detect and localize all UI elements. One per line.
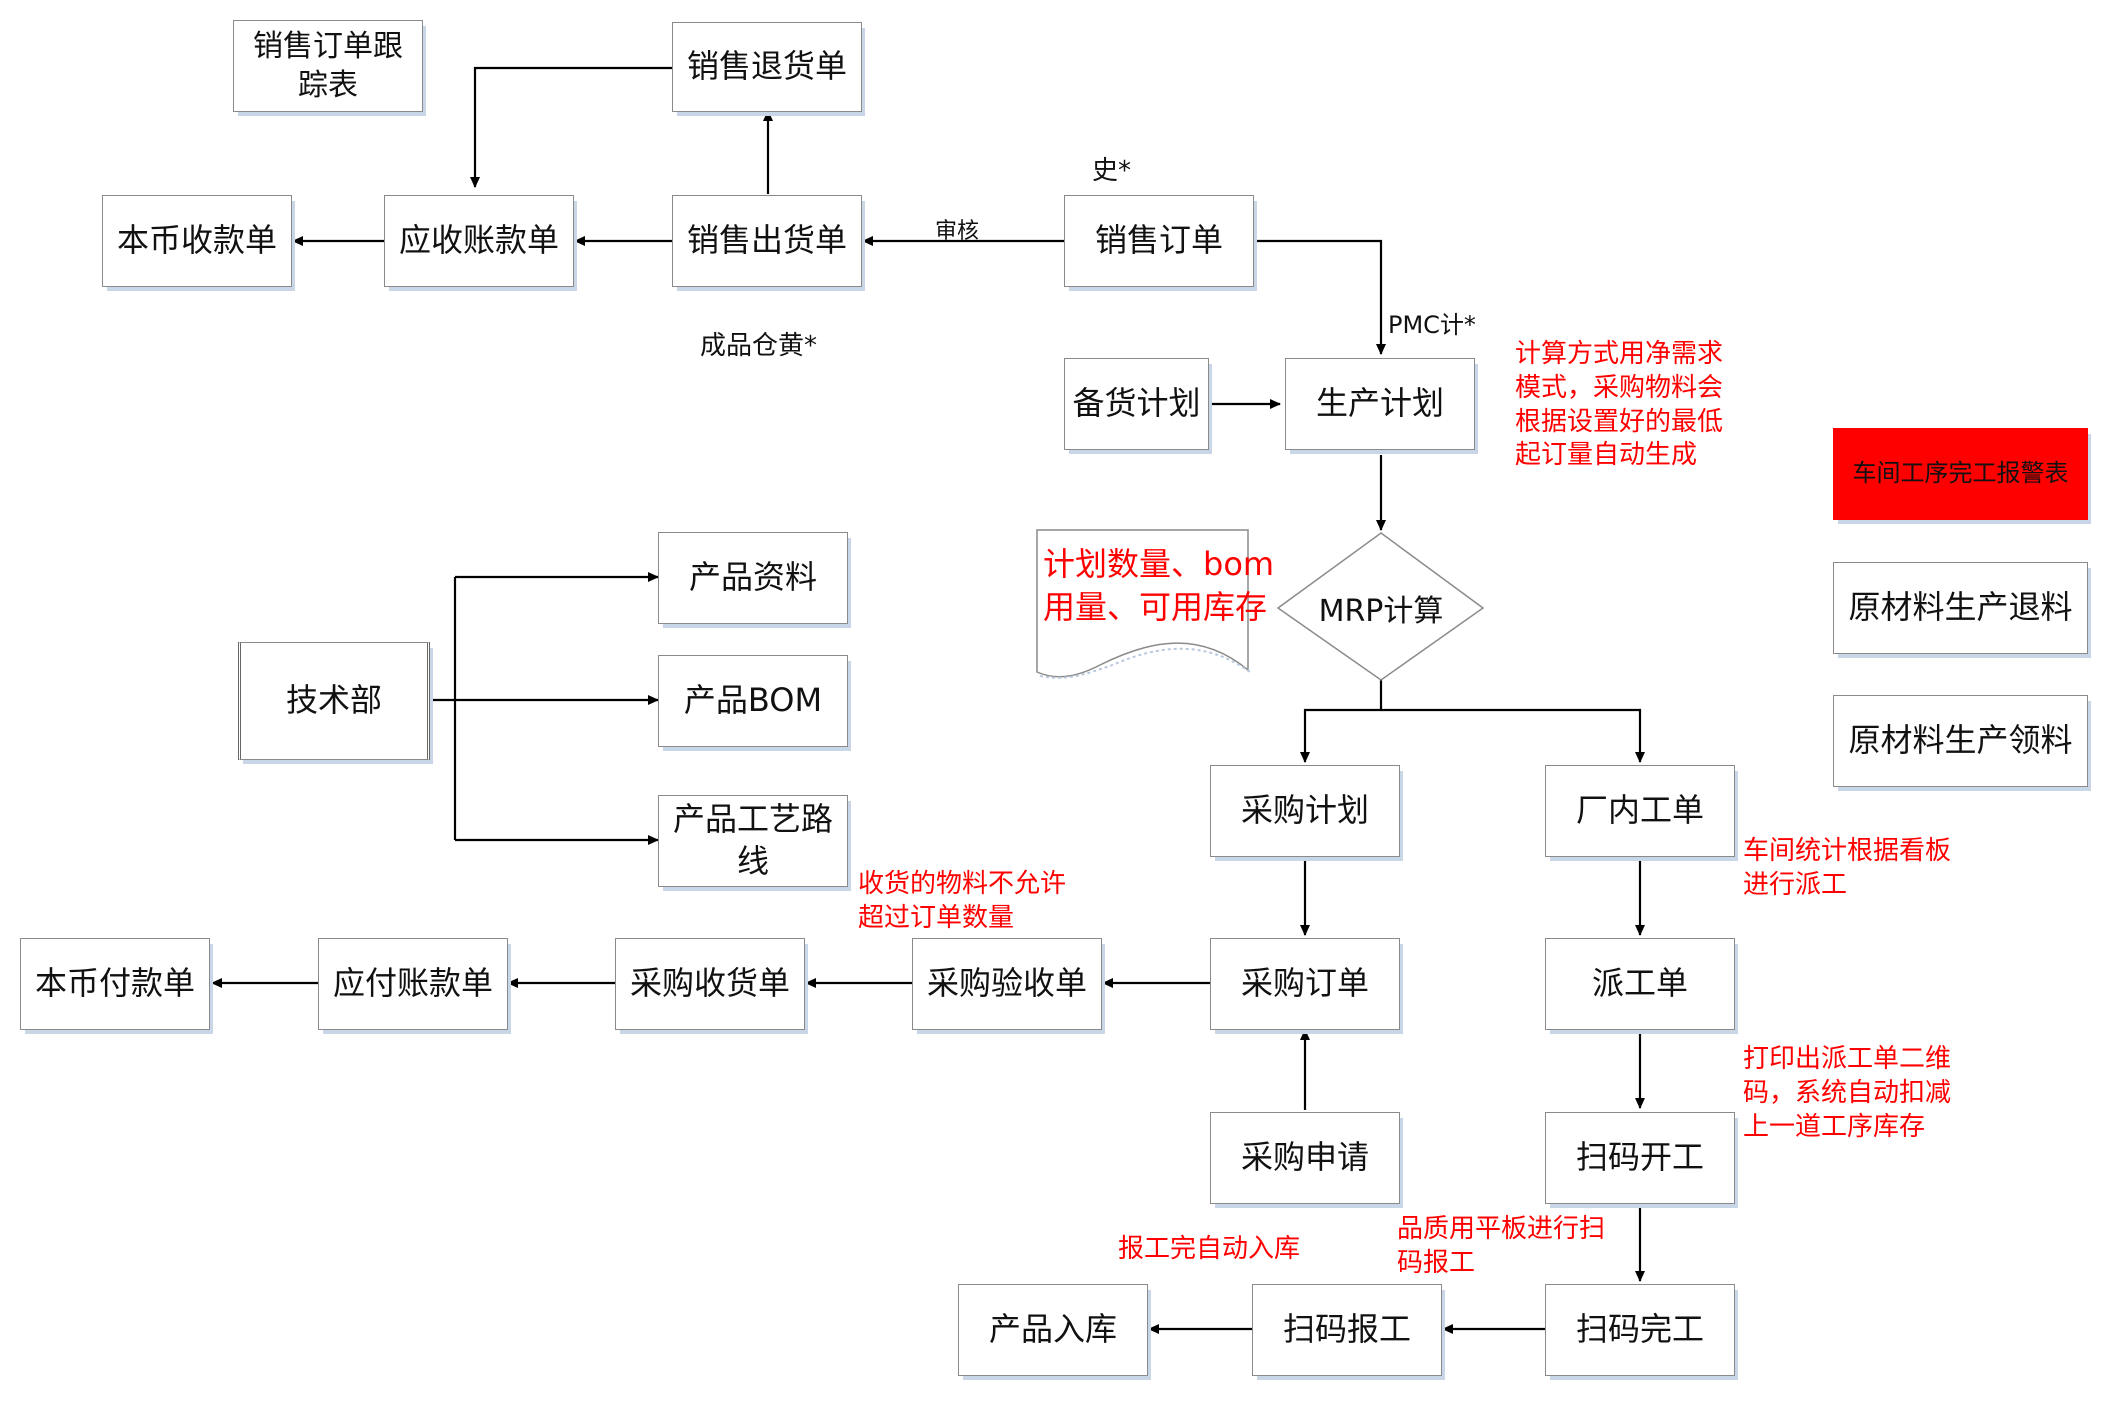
- doc-note-line1: 计划数量、bom: [1043, 545, 1275, 583]
- node-sales-return: 销售退货单: [672, 22, 862, 112]
- note-receive-l1: 收货的物料不允许: [858, 869, 1067, 899]
- note-kanban-l2: 进行派工: [1743, 869, 1848, 900]
- doc-note: 计划数量、bom 用量、可用库存: [1043, 543, 1274, 629]
- node-production-plan: 生产计划: [1285, 358, 1475, 450]
- node-purchase-plan: 采购计划: [1210, 765, 1400, 857]
- mrp-diamond: [1276, 532, 1485, 681]
- node-receivable: 应收账款单: [384, 195, 574, 287]
- note-kanban: 车间统计根据看板 进行派工: [1743, 835, 1951, 903]
- label-pmc: PMC计*: [1388, 311, 1476, 339]
- note-print-l2: 码，系统自动扣减: [1743, 1077, 1952, 1108]
- note-calc: 计算方式用净需求 模式，采购物料会 根据设置好的最低 起订量自动生成: [1515, 338, 1723, 473]
- note-calc-l3: 根据设置好的最低: [1515, 406, 1724, 437]
- node-purchase-request: 采购申请: [1210, 1112, 1400, 1204]
- note-print-l3: 上一道工序库存: [1743, 1111, 1926, 1142]
- node-local-payment: 本币付款单: [20, 938, 210, 1030]
- arrow-mrp-to-work-order: [1381, 708, 1645, 763]
- doc-shape: [1036, 529, 1249, 678]
- node-dispatch: 派工单: [1545, 938, 1735, 1030]
- node-alarm-table: 车间工序完工报警表: [1833, 428, 2088, 520]
- label-audit: 审核: [935, 219, 980, 244]
- arrow-return-to-receivable: [470, 66, 672, 188]
- node-stock-plan: 备货计划: [1064, 358, 1209, 450]
- node-sales-delivery: 销售出货单: [672, 195, 862, 287]
- note-kanban-l1: 车间统计根据看板: [1743, 836, 1952, 866]
- node-sales-order: 销售订单: [1064, 195, 1254, 287]
- node-product-stockin: 产品入库: [958, 1284, 1148, 1376]
- note-receive: 收货的物料不允许 超过订单数量: [858, 868, 1066, 936]
- note-calc-l1: 计算方式用净需求: [1515, 339, 1724, 369]
- node-scan-report: 扫码报工: [1252, 1284, 1442, 1376]
- node-scan-finish: 扫码完工: [1545, 1284, 1735, 1376]
- node-purchase-order: 采购订单: [1210, 938, 1400, 1030]
- node-purchase-inspect: 采购验收单: [912, 938, 1102, 1030]
- node-scan-start: 扫码开工: [1545, 1112, 1735, 1204]
- node-product-route: 产品工艺路线: [658, 795, 848, 887]
- node-material-return: 原材料生产退料: [1833, 562, 2088, 654]
- note-print-l1: 打印出派工单二维: [1743, 1044, 1952, 1074]
- node-local-receipt: 本币收款单: [102, 195, 292, 287]
- node-work-order: 厂内工单: [1545, 765, 1735, 857]
- node-payable: 应付账款单: [318, 938, 508, 1030]
- node-material-pick: 原材料生产领料: [1833, 695, 2088, 787]
- label-finished-goods: 成品仓黄*: [700, 331, 818, 361]
- note-calc-l2: 模式，采购物料会: [1515, 372, 1724, 403]
- note-receive-l2: 超过订单数量: [858, 902, 1015, 933]
- node-tech-dept: 技术部: [238, 642, 430, 760]
- node-purchase-receipt: 采购收货单: [615, 938, 805, 1030]
- node-sales-tracking: 销售订单跟踪表: [233, 20, 423, 112]
- doc-note-line2: 用量、可用库存: [1043, 588, 1268, 627]
- note-print: 打印出派工单二维 码，系统自动扣减 上一道工序库存: [1743, 1043, 1951, 1144]
- note-calc-l4: 起订量自动生成: [1515, 440, 1698, 471]
- label-history: 史*: [1092, 156, 1132, 186]
- note-tablet-l2: 码报工: [1397, 1247, 1476, 1278]
- note-auto-in: 报工完自动入库: [1118, 1234, 1301, 1264]
- arrow-order-to-production: [1255, 239, 1386, 355]
- note-tablet-l1: 品质用平板进行扫: [1397, 1214, 1606, 1244]
- mrp-label: MRP计算: [1318, 594, 1444, 629]
- node-product-info: 产品资料: [658, 532, 848, 624]
- arrow-mrp-to-purchase-plan: [1300, 680, 1383, 763]
- node-product-bom: 产品BOM: [658, 655, 848, 747]
- note-tablet: 品质用平板进行扫 码报工: [1397, 1213, 1605, 1281]
